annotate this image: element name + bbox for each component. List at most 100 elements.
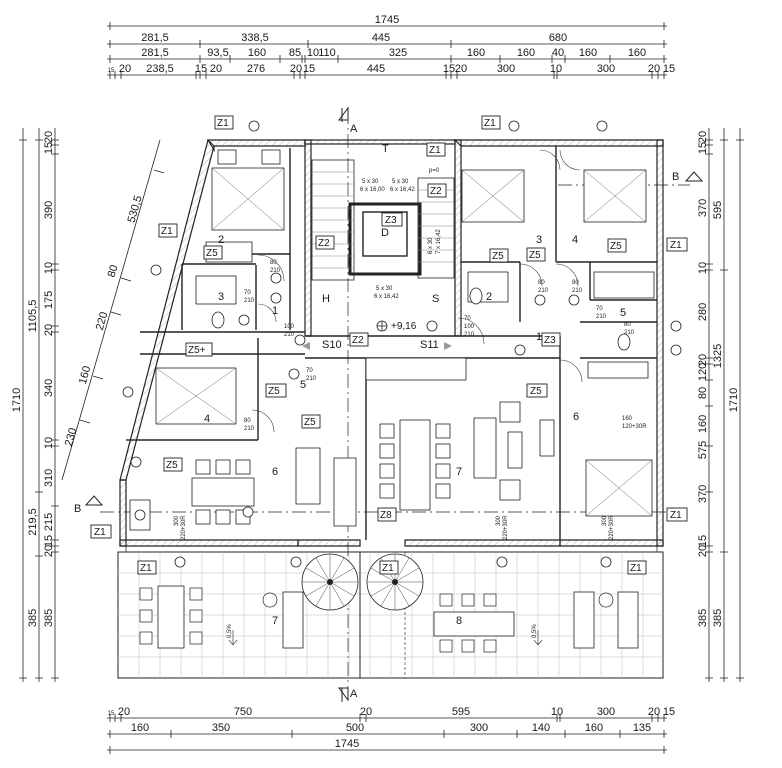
door-note-c2: 210 — [284, 332, 295, 338]
dim-diag-b: 80 — [106, 264, 121, 279]
terrace-7-label: 7 — [272, 615, 278, 627]
door-note-h2: 210 — [572, 288, 583, 294]
tag-z2-c: Z2 — [352, 335, 364, 346]
dim-bot-r1-f: 10 — [551, 706, 563, 718]
window-note-e: 220+30R — [181, 515, 187, 540]
tag-z3-a: Z3 — [385, 215, 397, 226]
dim-bot-r1-a: 15 — [108, 711, 115, 717]
dim-left-total: 1710 — [11, 388, 23, 412]
dim-right-inner-i: 160 — [697, 415, 709, 433]
door-swings — [251, 149, 583, 433]
dim-right-inner-g: 120 — [697, 363, 709, 381]
diagonal-dimension: 530,5 80 220 160 230 — [61, 139, 165, 481]
slope-right-label: 0,5% — [532, 624, 538, 638]
dim-bot-r2-f: 160 — [585, 722, 603, 734]
dim-top-r3-d: 15 — [195, 63, 207, 75]
dim-left-inner-l: 20 — [43, 545, 55, 557]
window-note-a1: 160 — [622, 416, 633, 422]
left-dimensions — [19, 128, 59, 682]
terrace-8-label: 8 — [456, 615, 462, 627]
dim-top-r2-a: 281,5 — [141, 47, 169, 59]
dim-top-r3-h: 15 — [303, 63, 315, 75]
section-a-top-label: A — [350, 123, 358, 135]
window-note-a2: 120+30R — [622, 424, 647, 430]
tag-z1-j: Z1 — [630, 563, 642, 574]
door-note-j1: 80 — [624, 322, 631, 328]
dim-bot-r1-g: 300 — [597, 706, 615, 718]
dim-bot-r2-e: 140 — [532, 722, 550, 734]
dim-top-r1-a: 281,5 — [141, 32, 169, 44]
dim-top-r3-g: 20 — [290, 63, 302, 75]
right-dimensions — [705, 128, 744, 682]
door-note-d1: 70 — [306, 368, 313, 374]
tag-z1-i: Z1 — [382, 563, 394, 574]
stair-note-8: 6 x 16,42 — [374, 294, 399, 300]
window-note-b: 300 — [174, 515, 180, 526]
tag-z1-d: Z1 — [484, 118, 496, 129]
dim-bot-r2-a: 160 — [131, 722, 149, 734]
dim-top-r3-k: 20 — [455, 63, 467, 75]
room-6-left: 6 — [272, 466, 278, 478]
dim-bot-r1-c: 750 — [234, 706, 252, 718]
door-note-j2: 210 — [624, 330, 635, 336]
dim-right-inner-b: 15 — [697, 142, 709, 154]
dim-right-total: 1710 — [728, 388, 740, 412]
dim-left-inner-h: 10 — [43, 437, 55, 449]
dim-top-r2-k: 160 — [579, 47, 597, 59]
dim-top-r2-g: 325 — [389, 47, 407, 59]
tag-z1-f: Z1 — [94, 527, 106, 538]
dim-bot-r1-d: 20 — [360, 706, 372, 718]
dim-top-r2-e: 10 — [307, 47, 319, 59]
stair-note-5: 6 x 30 — [428, 237, 434, 254]
tag-z2-b: Z2 — [430, 186, 442, 197]
dim-left-inner-k: 15 — [43, 535, 55, 547]
door-note-i2: 210 — [596, 314, 607, 320]
window-note-c: 300 — [496, 515, 502, 526]
tag-z1-h: Z1 — [140, 563, 152, 574]
dim-bot-r2-g: 135 — [633, 722, 651, 734]
bottom-dimension-labels: 15 20 750 20 595 10 300 20 15 160 350 50… — [108, 706, 675, 750]
door-note-e2: 210 — [244, 426, 255, 432]
window-note-g: 220+30R — [609, 515, 615, 540]
dim-left-inner-b: 15 — [43, 142, 55, 154]
dim-top-total: 1745 — [375, 14, 399, 26]
dim-left-inner-f: 20 — [43, 324, 55, 336]
dim-right-outer-b: 1325 — [712, 344, 724, 368]
room-5-left: 5 — [300, 379, 306, 391]
dim-top-r3-m: 10 — [550, 63, 562, 75]
room-7-center: 7 — [456, 466, 462, 478]
tag-z1-b: Z1 — [161, 226, 173, 237]
dim-right-outer-a: 595 — [712, 201, 724, 219]
dim-top-r3-o: 20 — [648, 63, 660, 75]
dim-left-inner-e: 175 — [43, 291, 55, 309]
dim-top-r2-l: 160 — [628, 47, 646, 59]
room-2-left: 2 — [218, 234, 224, 246]
furniture — [129, 149, 655, 531]
tag-z5-b: Z5 — [492, 251, 504, 262]
stair-note-2: 6 x 16,00 — [360, 187, 385, 193]
door-note-b1: 70 — [244, 290, 251, 296]
dim-bot-total: 1745 — [335, 738, 359, 750]
dim-diag-e: 230 — [63, 427, 80, 448]
room-elevator: D — [381, 227, 389, 239]
door-note-e1: 80 — [244, 418, 251, 424]
dim-bot-r1-i: 15 — [663, 706, 675, 718]
section-a-bottom-label: A — [350, 688, 358, 700]
dim-bot-r2-d: 300 — [470, 722, 488, 734]
left-dimension-labels: 1710 1105,5 219,5 385 20 15 390 10 175 2… — [11, 131, 55, 627]
dim-left-outer-c: 385 — [27, 609, 39, 627]
dim-left-inner-d: 10 — [43, 262, 55, 274]
label-s11: S11 — [420, 339, 439, 351]
room-1-left: 1 — [272, 305, 278, 317]
dim-top-r2-j: 40 — [552, 47, 564, 59]
room-4-left: 4 — [204, 413, 210, 425]
tag-z1-c: Z1 — [429, 145, 441, 156]
top-dimension-labels: 1745 281,5 338,5 445 680 281,5 93,5 160 … — [108, 14, 675, 75]
dim-right-inner-h: 80 — [697, 387, 709, 399]
door-note-i1: 70 — [596, 306, 603, 312]
tag-z2-a: Z2 — [318, 238, 330, 249]
room-6-right: 6 — [573, 411, 579, 423]
tag-z5-f: Z5 — [304, 417, 316, 428]
dim-top-r2-d: 85 — [289, 47, 301, 59]
